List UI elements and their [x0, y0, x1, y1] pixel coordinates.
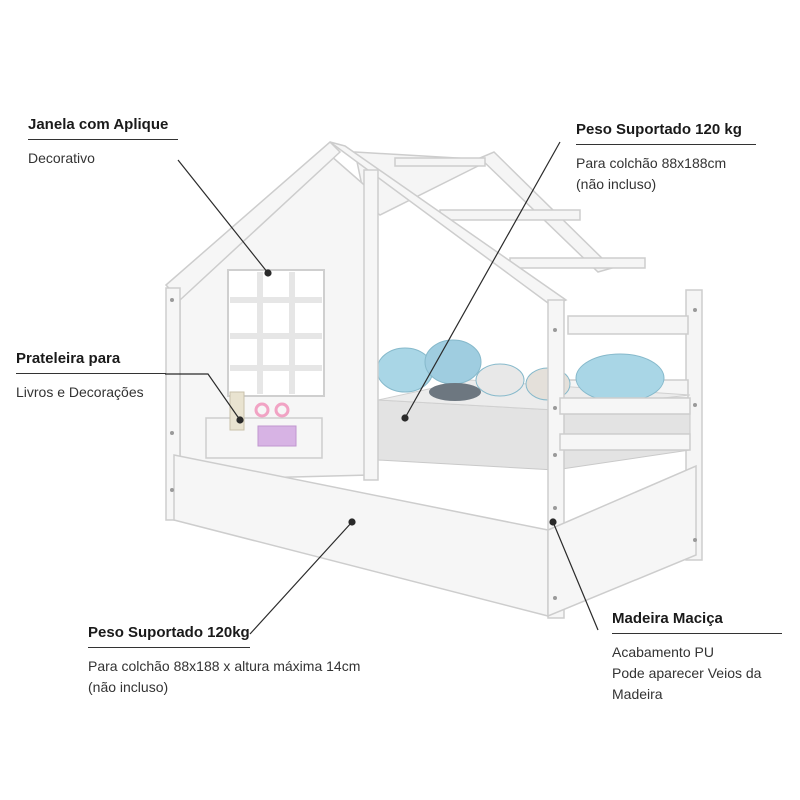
callout-weight-bottom-text: (não incluso): [88, 679, 169, 695]
screw: [170, 488, 174, 492]
screw: [170, 431, 174, 435]
callout-divider: [612, 633, 782, 634]
pillow: [575, 353, 665, 403]
callout-weight-bottom-title: Peso Suportado 120kg: [88, 624, 250, 641]
callout-shelf-title: Prateleira para: [16, 350, 121, 367]
shelf-book: [229, 391, 245, 431]
callout-shelf: Prateleira para Livros e Decorações: [16, 350, 166, 403]
callout-divider: [576, 144, 756, 145]
callout-weight-top: Peso Suportado 120 kg Para colchão 88x18…: [576, 121, 756, 195]
callout-weight-top-text: Para colchão 88x188cm: [576, 155, 727, 171]
callout-wood-text: Acabamento PU: [612, 644, 714, 660]
center-post: [363, 169, 379, 481]
callout-window-text: Decorativo: [28, 150, 95, 166]
screw: [170, 298, 174, 302]
roof-slat: [439, 209, 581, 221]
screw: [553, 596, 557, 600]
screw: [693, 538, 697, 542]
callout-wood: Madeira Maciça Acabamento PU Pode aparec…: [612, 610, 782, 705]
callout-wood-title: Madeira Maciça: [612, 610, 723, 627]
shelf-ornament: [254, 402, 270, 418]
callout-wood-text: Madeira: [612, 686, 663, 702]
trundle-side: [547, 464, 697, 618]
back-rail: [567, 315, 689, 335]
roof-slat: [509, 257, 646, 269]
plush-toy: [429, 383, 481, 401]
callout-weight-top-text: (não incluso): [576, 176, 657, 192]
pillow: [376, 347, 434, 393]
trundle-front: [173, 454, 549, 617]
screw: [553, 453, 557, 457]
callout-weight-bottom-text: Para colchão 88x188 x altura máxima 14cm: [88, 658, 361, 674]
callout-divider: [16, 373, 166, 374]
window-frame: [227, 269, 325, 397]
callout-shelf-text: Livros e Decorações: [16, 384, 144, 400]
front-rail: [559, 433, 691, 451]
screw: [693, 308, 697, 312]
shelf-pink-box: [257, 425, 297, 447]
front-rail: [559, 397, 691, 415]
callout-divider: [88, 647, 250, 648]
callout-window-title: Janela com Aplique: [28, 116, 169, 133]
screw: [693, 403, 697, 407]
screw: [553, 506, 557, 510]
shelf-ornament: [274, 402, 290, 418]
pillow: [475, 363, 525, 397]
screw: [553, 328, 557, 332]
callout-wood-text: Pode aparecer Veios da: [612, 665, 762, 681]
callout-window: Janela com Aplique Decorativo: [28, 116, 178, 169]
roof-slat: [394, 157, 486, 167]
pillow: [424, 339, 482, 385]
callout-weight-top-title: Peso Suportado 120 kg: [576, 121, 742, 138]
callout-weight-bottom: Peso Suportado 120kg Para colchão 88x188…: [88, 624, 388, 698]
callout-divider: [28, 139, 178, 140]
screw: [553, 406, 557, 410]
